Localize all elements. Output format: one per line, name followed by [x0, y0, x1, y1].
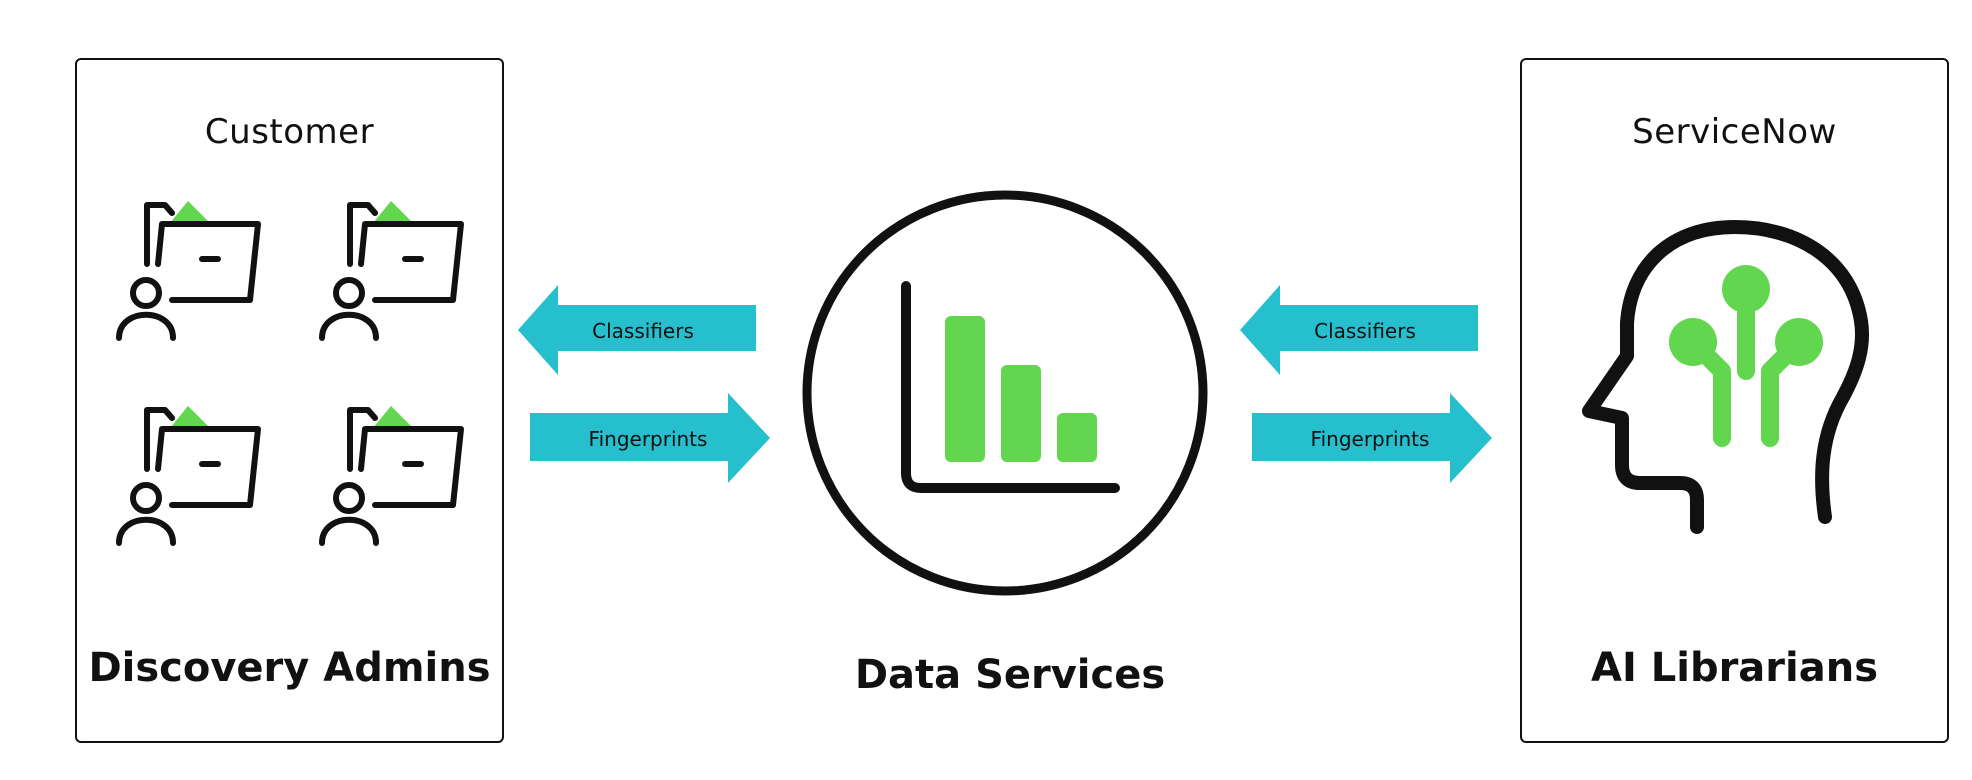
user-folder-icon — [116, 406, 261, 546]
fingerprints-arrow-left — [530, 393, 770, 483]
discovery-admins-title: Discovery Admins — [88, 645, 491, 691]
servicenow-panel: ServiceNow AI Librarians — [1520, 58, 1949, 743]
user-folder-icon — [116, 201, 261, 341]
classifiers-arrow-left — [518, 285, 756, 375]
bar-chart-icon — [802, 190, 1208, 596]
classifiers-arrow-right — [1240, 285, 1478, 375]
fingerprints-label-right: Fingerprints — [1310, 427, 1430, 451]
customer-panel: Customer Discovery Admins — [75, 58, 504, 743]
fingerprints-arrow-right — [1252, 393, 1492, 483]
servicenow-label: ServiceNow — [1632, 112, 1837, 152]
user-folder-icon — [319, 201, 464, 341]
customer-label: Customer — [204, 112, 375, 152]
data-services-title: Data Services — [854, 652, 1166, 698]
fingerprints-label-left: Fingerprints — [588, 427, 708, 451]
classifiers-label-left: Classifiers — [592, 319, 694, 343]
user-folder-icon — [319, 406, 464, 546]
ai-librarians-title: AI Librarians — [1590, 645, 1879, 691]
ai-head-icon — [1582, 220, 1870, 534]
classifiers-label-right: Classifiers — [1314, 319, 1416, 343]
